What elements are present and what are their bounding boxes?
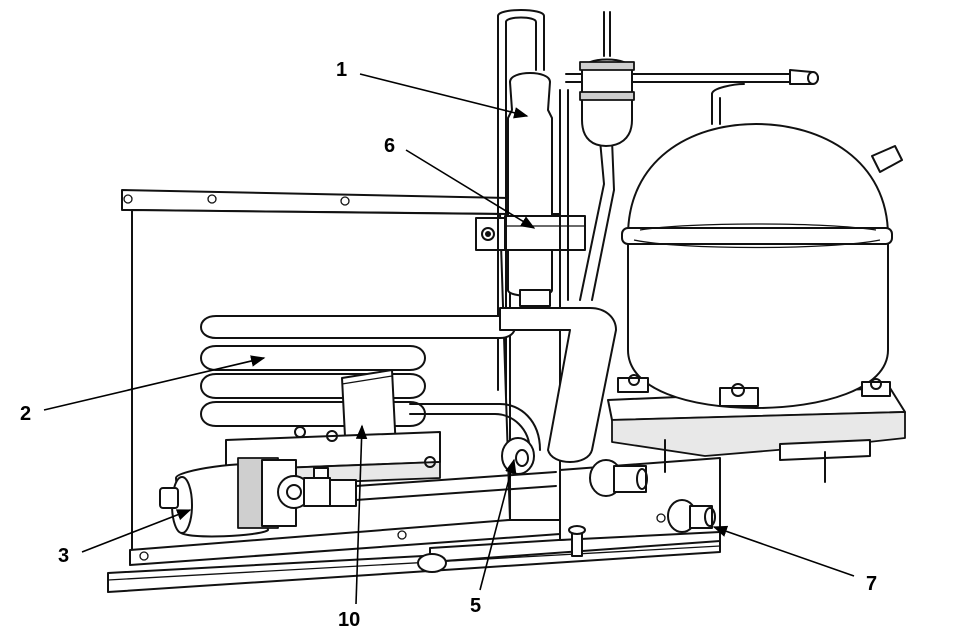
callout-3: 3 <box>58 545 69 567</box>
leader-5 <box>479 458 517 591</box>
receiver-tank <box>504 72 586 307</box>
callout-leaders <box>43 73 855 605</box>
callout-1: 1 <box>336 59 347 81</box>
base-bolt <box>568 525 586 557</box>
solenoid-valve <box>159 457 297 538</box>
leader-10 <box>355 424 368 605</box>
callout-10: 10 <box>338 609 360 631</box>
callout-6: 6 <box>384 135 395 157</box>
service-port-7 <box>667 499 716 533</box>
service-port-center <box>589 459 648 497</box>
compressor <box>617 123 903 409</box>
leader-1 <box>359 73 529 119</box>
filter-drier <box>579 11 635 147</box>
leader-2 <box>43 355 266 411</box>
leader-6 <box>405 149 536 229</box>
callout-5: 5 <box>470 595 481 617</box>
fitting-assembly <box>277 467 557 509</box>
callout-2: 2 <box>20 403 31 425</box>
callout-labels: 1 6 2 3 10 5 7 <box>20 59 877 631</box>
leader-3 <box>81 509 192 553</box>
tube-end-fitting <box>789 69 819 85</box>
callout-7: 7 <box>866 573 877 595</box>
leader-7 <box>712 525 855 577</box>
service-port-5 <box>501 437 535 475</box>
